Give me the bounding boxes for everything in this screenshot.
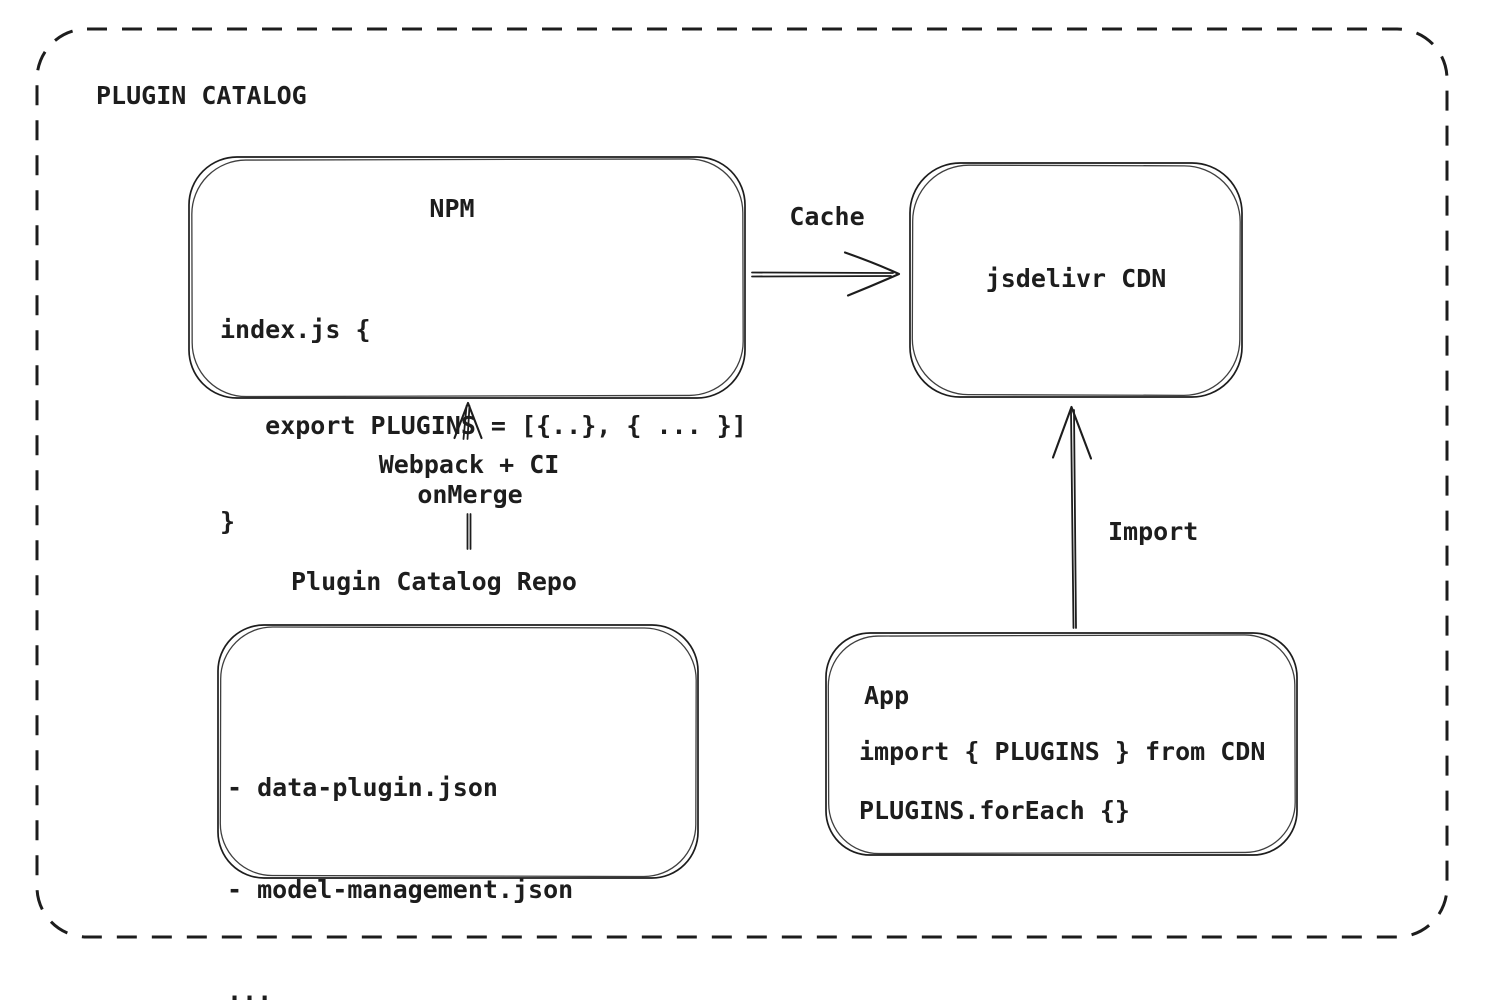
cache-arrow bbox=[751, 251, 901, 297]
catalog-boundary-frame bbox=[35, 27, 1449, 939]
npm-box-title: NPM bbox=[429, 194, 475, 223]
build-arrow-head bbox=[453, 401, 483, 440]
cache-arrow-head bbox=[843, 251, 901, 297]
diagram-title: PLUGIN CATALOG bbox=[96, 81, 307, 110]
npm-code-line-1: index.js { bbox=[220, 315, 371, 344]
import-arrow-shaft-a bbox=[1070, 409, 1075, 629]
build-arrow-shaft-b bbox=[466, 405, 471, 440]
app-box bbox=[825, 632, 1298, 856]
build-arrow bbox=[453, 401, 483, 550]
build-arrow-label-line2: onMerge bbox=[417, 480, 523, 509]
app-box-rect bbox=[825, 632, 1298, 856]
repo-file-list: - data-plugin.json - model-management.js… bbox=[227, 703, 573, 1002]
catalog-boundary-rect bbox=[35, 27, 1449, 939]
cache-arrow-label: Cache bbox=[789, 202, 865, 231]
cdn-box bbox=[909, 162, 1243, 398]
npm-box-rect bbox=[188, 156, 746, 399]
cdn-box-label: jsdelivr CDN bbox=[985, 264, 1167, 293]
cache-arrow-shaft-bottom bbox=[751, 275, 892, 278]
app-box-rect-echo bbox=[827, 634, 1296, 855]
repo-file-item-more: ... bbox=[227, 977, 273, 1002]
repo-box-rect bbox=[217, 624, 699, 879]
npm-code-line-2: export PLUGINS = [{..}, { ... }] bbox=[220, 411, 747, 440]
app-code-line-2: PLUGINS.forEach {} bbox=[859, 796, 1130, 825]
repo-box-rect-echo bbox=[219, 626, 697, 878]
repo-file-item-1: - data-plugin.json bbox=[227, 773, 498, 802]
npm-box-rect-echo bbox=[191, 158, 744, 398]
import-arrow-head bbox=[1051, 405, 1093, 460]
cdn-box-rect bbox=[909, 162, 1243, 398]
repo-box bbox=[217, 624, 699, 879]
npm-code-line-3: } bbox=[220, 507, 236, 536]
build-arrow-shaft-a bbox=[462, 405, 468, 440]
app-box-title: App bbox=[864, 681, 910, 710]
repo-box-label: Plugin Catalog Repo bbox=[291, 567, 577, 596]
app-code-line-1: import { PLUGINS } from CDN bbox=[859, 737, 1266, 766]
npm-box bbox=[188, 156, 746, 399]
cdn-box-rect-echo bbox=[911, 164, 1241, 396]
import-arrow-shaft-b bbox=[1073, 409, 1077, 629]
repo-file-item-2: - model-management.json bbox=[227, 875, 574, 904]
cache-arrow-shaft-top bbox=[751, 271, 894, 274]
import-arrow bbox=[1051, 405, 1093, 629]
build-arrow-label-line1: Webpack + CI bbox=[378, 450, 560, 479]
import-arrow-label: Import bbox=[1108, 517, 1199, 546]
npm-code-block: index.js { export PLUGINS = [{..}, { ...… bbox=[220, 250, 747, 602]
